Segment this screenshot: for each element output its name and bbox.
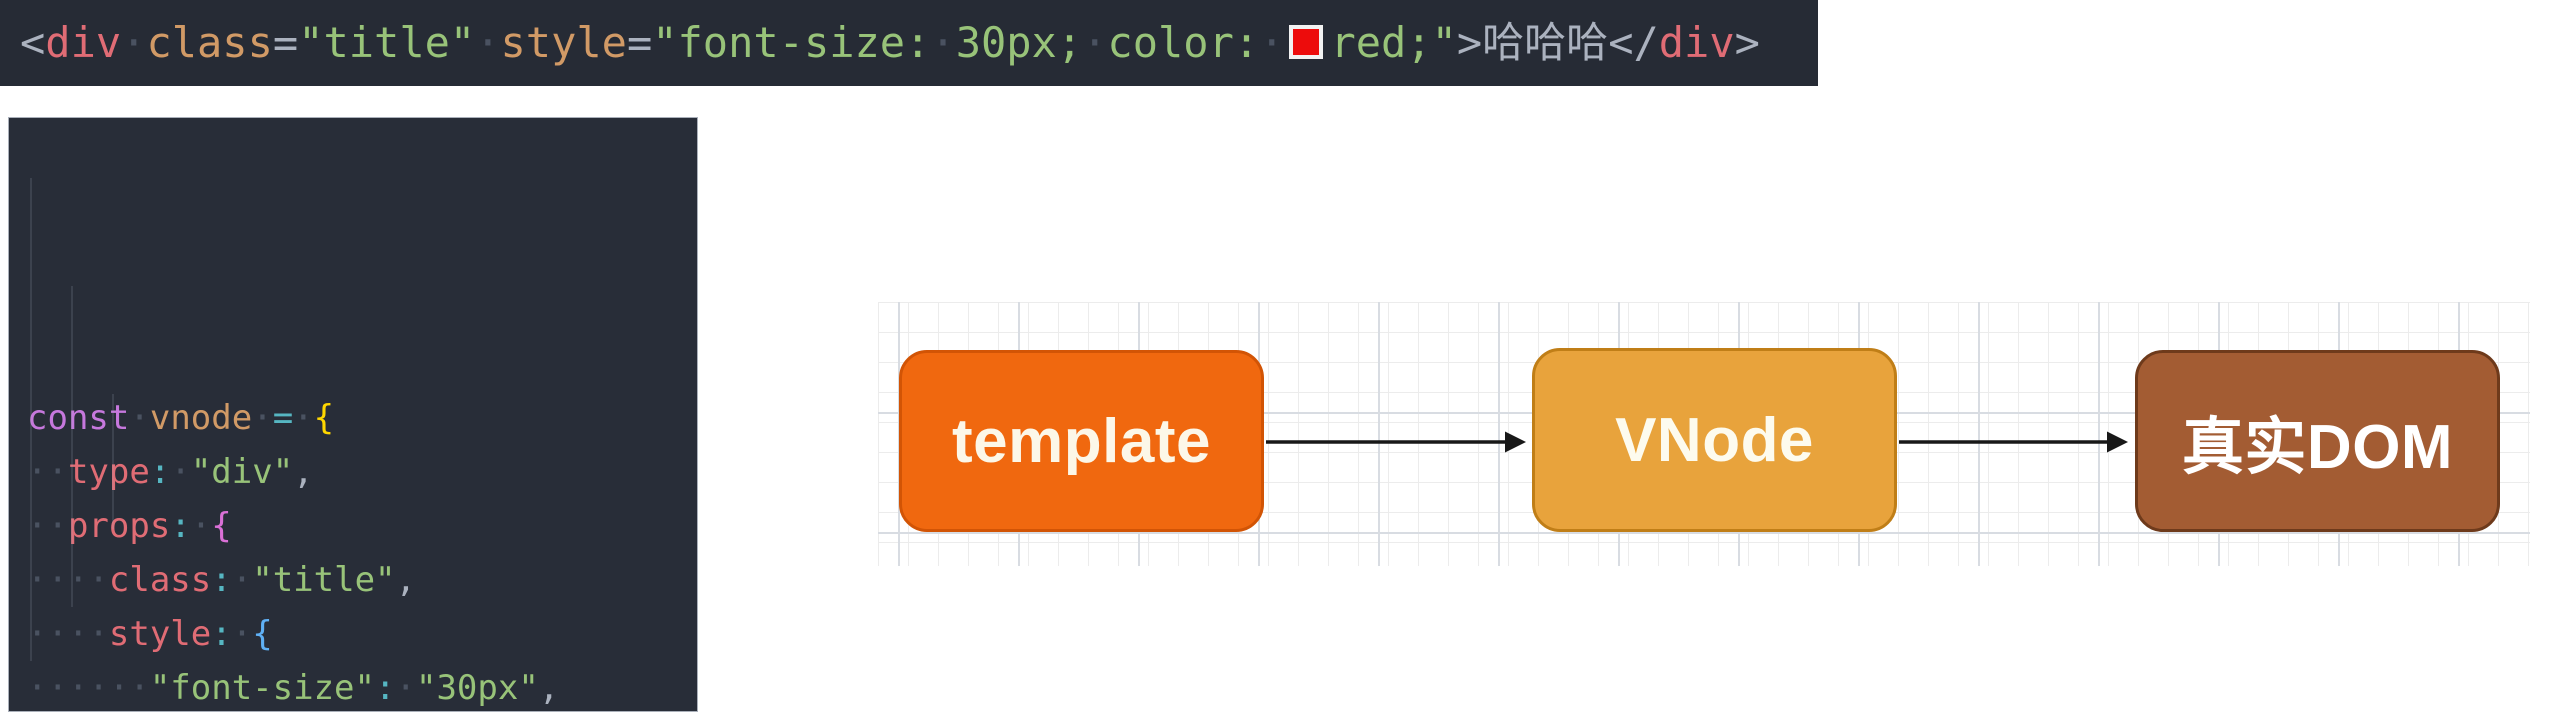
code-token: vnode — [149, 398, 253, 438]
code-lines: const·vnode·=·{··type:·"div",··props:·{·… — [27, 391, 697, 711]
code-token: "font-size" — [149, 668, 375, 708]
code-token: { — [211, 506, 232, 546]
code-token: ······ — [27, 668, 150, 708]
code-token: , — [293, 452, 314, 492]
diagram-node-real-dom: 真实DOM — [2135, 350, 2500, 532]
code-token: div — [1658, 18, 1735, 67]
code-token: type — [67, 452, 150, 492]
node-label: template — [952, 406, 1211, 476]
code-token: "title" — [252, 560, 396, 600]
diagram-node-vnode: VNode — [1532, 348, 1897, 532]
code-token: · — [170, 452, 191, 492]
code-token: style — [500, 18, 627, 67]
node-label: 真实DOM — [2181, 413, 2454, 482]
code-token: ···· — [27, 560, 109, 600]
code-token: > — [1456, 18, 1483, 67]
code-token: · — [293, 398, 314, 438]
js-code-panel: const·vnode·=·{··type:·"div",··props:·{·… — [8, 117, 698, 712]
code-token: color: — [1107, 18, 1260, 67]
code-token: "title" — [298, 18, 476, 67]
code-token: · — [252, 398, 273, 438]
code-token: { — [252, 614, 273, 654]
code-token: : — [211, 614, 232, 654]
code-token: class — [146, 18, 273, 67]
code-token: , — [538, 668, 560, 708]
code-token: · — [930, 18, 956, 67]
code-token: </ — [1608, 18, 1659, 67]
code-token: ·· — [27, 452, 68, 492]
code-token: "font-size: — [652, 18, 931, 67]
code-token: red;" — [1330, 18, 1457, 67]
code-token: , — [395, 560, 416, 600]
code-line: const·vnode·=·{ — [27, 391, 697, 445]
code-line: ··props:·{ — [27, 499, 697, 553]
code-token: > — [1734, 18, 1760, 67]
color-swatch — [1289, 24, 1324, 59]
code-token: div — [45, 18, 122, 67]
code-token: : — [170, 506, 191, 546]
code-token: 哈哈哈 — [1482, 18, 1609, 67]
code-line: ····style:·{ — [27, 607, 697, 661]
diagram-canvas: template VNode 真实DOM — [878, 302, 2530, 566]
code-line: ····class:·"title", — [27, 553, 697, 607]
code-token: "div" — [190, 452, 294, 492]
code-token: style — [108, 614, 212, 654]
code-token: · — [231, 560, 253, 600]
code-token: · — [1082, 18, 1108, 67]
diagram-node-template: template — [899, 350, 1264, 532]
code-token: : — [375, 668, 396, 708]
code-token: · — [121, 18, 147, 67]
code-line: ······"font-size":·"30px", — [27, 661, 697, 711]
code-token: { — [313, 398, 335, 438]
indent-guide — [30, 178, 32, 661]
code-token: · — [395, 668, 416, 708]
code-line: ··type:·"div", — [27, 445, 697, 499]
code-token: const — [27, 398, 130, 438]
html-code-bar: <div·class="title"·style="font-size:·30p… — [0, 0, 1818, 86]
code-token: 30px; — [955, 18, 1083, 67]
indent-guide — [71, 286, 73, 607]
code-token: : — [211, 560, 232, 600]
indent-guide — [112, 394, 114, 529]
code-token: : — [149, 452, 171, 492]
code-token: = — [272, 18, 299, 67]
code-token: < — [20, 18, 46, 67]
code-token: · — [190, 506, 212, 546]
code-token: ·· — [27, 506, 68, 546]
code-token: class — [108, 560, 212, 600]
code-token: props — [67, 506, 171, 546]
node-label: VNode — [1615, 405, 1814, 475]
code-token: ···· — [27, 614, 109, 654]
code-token: · — [475, 18, 501, 67]
code-token: "30px" — [415, 668, 539, 708]
code-token: · — [129, 398, 150, 438]
code-token: = — [272, 398, 294, 438]
code-token: = — [626, 18, 653, 67]
code-token: · — [1259, 18, 1285, 67]
code-token: · — [231, 614, 253, 654]
